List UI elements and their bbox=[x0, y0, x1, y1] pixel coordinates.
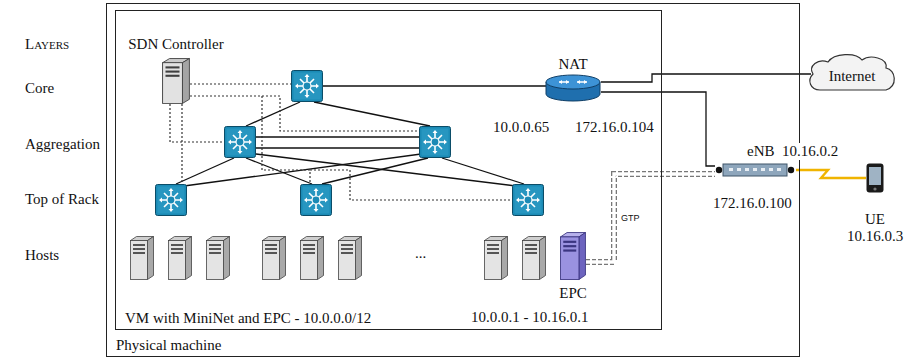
enb-device-icon bbox=[715, 162, 795, 178]
gtp-tunnel bbox=[586, 174, 715, 262]
node-text: VM with MiniNet and EPC - 10.0.0.0/12 bbox=[125, 310, 371, 327]
nat-router-icon bbox=[545, 74, 601, 102]
epc-host-icon bbox=[560, 232, 586, 280]
ue-phone: UE10.16.0.3 bbox=[842, 163, 908, 245]
internet-cloud: Internet bbox=[806, 52, 898, 94]
control-links bbox=[170, 84, 512, 200]
trunk-links bbox=[176, 86, 546, 186]
edge-label: GTP bbox=[620, 213, 641, 223]
radio-link bbox=[796, 170, 866, 178]
node-text: EPC bbox=[559, 285, 587, 302]
controller-server: SDN Controller bbox=[124, 36, 228, 104]
epc-host: EPC bbox=[556, 232, 590, 302]
layer-label: Aggregation bbox=[24, 136, 101, 153]
ip-address: 172.16.0.104 bbox=[574, 119, 655, 136]
layer-label: Core bbox=[24, 80, 55, 97]
controller-server-icon bbox=[162, 58, 190, 104]
layer-label: Layers bbox=[24, 36, 70, 53]
node-text: Internet bbox=[829, 68, 876, 85]
layer-label: Hosts bbox=[24, 247, 60, 264]
node-text: eNB bbox=[747, 143, 775, 160]
node-text: 10.16.0.3 bbox=[847, 228, 903, 245]
node-text: SDN Controller bbox=[128, 36, 223, 53]
layer-label: Top of Rack bbox=[24, 191, 100, 208]
node-text: NAT bbox=[558, 56, 587, 73]
nat-router: NAT bbox=[545, 56, 601, 102]
ip-address: 172.16.0.100 bbox=[712, 195, 793, 212]
ip-range: 10.0.0.1 - 10.16.0.1 bbox=[470, 309, 590, 326]
network-link bbox=[601, 74, 811, 82]
ip-address: 10.16.0.2 bbox=[781, 143, 839, 160]
ellipsis: ... bbox=[414, 245, 427, 262]
switches bbox=[156, 71, 544, 216]
node-text: UE bbox=[865, 211, 885, 228]
hosts bbox=[131, 237, 546, 280]
vm-frame: SDN ControllerNAT EPC VM with MiniNet and … bbox=[115, 10, 662, 330]
machine-frame: SDN ControllerNAT EPC VM with MiniNet and … bbox=[106, 3, 800, 357]
node-text: Physical machine bbox=[116, 337, 221, 354]
ue-phone-icon bbox=[866, 163, 884, 193]
ip-address: 10.0.0.65 bbox=[492, 119, 550, 136]
